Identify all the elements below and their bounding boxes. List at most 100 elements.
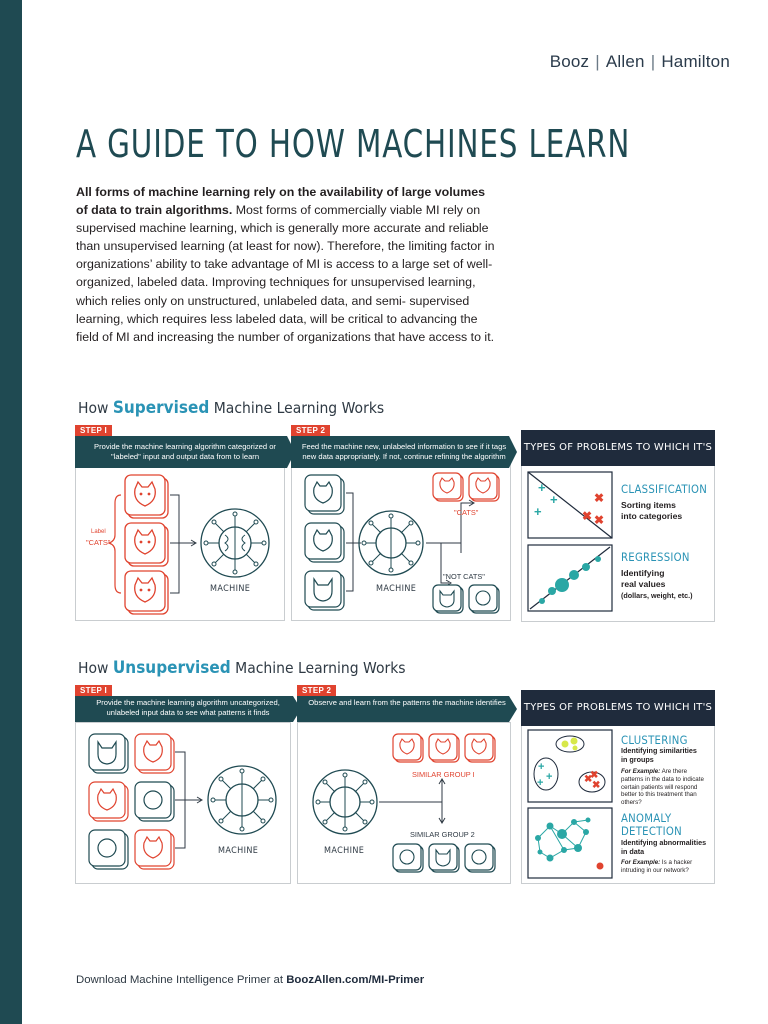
- unsupervised-step2-tab: STEP 2: [297, 685, 337, 696]
- dog-card: [88, 733, 129, 774]
- cat-card: [304, 522, 345, 563]
- unsupervised-step1-tab: STEP I: [75, 685, 112, 696]
- svg-text:✖: ✖: [582, 509, 592, 523]
- cat-card: [464, 733, 496, 763]
- clustering-example: For Example: Are there patterns in the d…: [621, 768, 711, 807]
- clustering-chart-icon: +++ ✖✖✖: [527, 729, 613, 803]
- similar-group-2-label: SIMILAR GROUP 2: [410, 830, 475, 839]
- classification-desc-2: into categories: [621, 511, 683, 521]
- brand-part-3: Hamilton: [661, 52, 730, 71]
- unsupervised-step1-banner: Provide the machine learning algorithm u…: [75, 696, 301, 722]
- connector-lines: [379, 778, 446, 824]
- similar-group-1-label: SIMILAR GROUP I: [412, 770, 475, 779]
- svg-text:+: +: [534, 504, 542, 519]
- example-label: For Example:: [621, 859, 661, 866]
- svg-text:+: +: [546, 771, 552, 783]
- intro-bold: All forms of machine learning rely on th…: [76, 185, 486, 218]
- brand-logo: Booz | Allen | Hamilton: [550, 52, 730, 72]
- connector-lines: [346, 492, 475, 592]
- svg-text:+: +: [537, 777, 543, 789]
- example-text: Is a hacker intruding in our network?: [621, 859, 693, 874]
- dog-card: [304, 570, 345, 611]
- not-cats-output-label: "NOT CATS": [443, 572, 485, 581]
- unsupervised-step2-banner: Observe and learn from the patterns the …: [297, 696, 517, 722]
- anomaly-desc-2: in data: [621, 847, 645, 856]
- cat-card: [134, 733, 175, 774]
- regression-desc-1: Identifying: [621, 568, 665, 578]
- unsupervised-step2-diagram: [312, 733, 496, 873]
- regression-desc-3: (dollars, weight, etc.): [621, 591, 693, 600]
- dog-card: [134, 781, 175, 822]
- dog-card: [428, 843, 460, 873]
- footer-link[interactable]: BoozAllen.com/MI-Primer: [286, 974, 425, 986]
- supervised-step2-banner: Feed the machine new, unlabeled informat…: [291, 436, 517, 468]
- classification-desc-1: Sorting items: [621, 500, 676, 510]
- regression-chart-icon: [527, 544, 613, 612]
- cat-card: [304, 474, 345, 515]
- clustering-title: CLUSTERING: [621, 733, 688, 747]
- cat-card: [432, 472, 464, 502]
- unsupervised-section-title: How Unsupervised Machine Learning Works: [78, 658, 406, 678]
- brand-part-2: Allen: [605, 52, 645, 71]
- svg-text:✖: ✖: [594, 491, 604, 505]
- unsupervised-step1-diagram: [88, 733, 277, 870]
- title-prefix: How: [78, 659, 113, 677]
- cats-label: "CATS": [86, 538, 111, 547]
- svg-text:+: +: [550, 492, 558, 507]
- clustering-desc-2: in groups: [621, 755, 654, 764]
- machine-brain-icon: [207, 765, 277, 835]
- title-suffix: Machine Learning Works: [209, 399, 385, 417]
- supervised-step1-banner: Provide the machine learning algorithm c…: [75, 436, 295, 468]
- intro-text: Most forms of commercially viable MI rel…: [76, 203, 495, 344]
- cat-card: [124, 570, 169, 615]
- classification-title: CLASSIFICATION: [621, 482, 708, 496]
- title-emphasis: Unsupervised: [112, 658, 231, 678]
- title-emphasis: Supervised: [112, 398, 210, 418]
- example-text: Are there patterns in the data to indica…: [621, 768, 704, 807]
- machine-brain-icon: [312, 769, 378, 835]
- supervised-step2-tab: STEP 2: [291, 425, 331, 436]
- svg-text:+: +: [538, 761, 544, 773]
- machine-label: MACHINE: [376, 584, 417, 594]
- dog-card: [468, 584, 500, 614]
- label-brace: [107, 494, 122, 594]
- anomaly-detection-icon: [527, 807, 613, 879]
- unsupervised-problems-header: TYPES OF PROBLEMS TO WHICH IT'S SUITED: [521, 690, 715, 749]
- svg-text:✖: ✖: [584, 774, 592, 785]
- supervised-step1-tab: STEP I: [75, 425, 112, 436]
- connector-lines: [170, 494, 197, 594]
- cats-output-label: "CATS": [454, 508, 479, 517]
- clustering-desc-1: Identifying similarities: [621, 746, 697, 755]
- regression-desc-2: real values: [621, 579, 666, 589]
- supervised-step1-diagram: [107, 474, 270, 615]
- supervised-step2-diagram: [304, 472, 500, 614]
- cat-card: [124, 522, 169, 567]
- machine-label: MACHINE: [218, 846, 259, 856]
- side-bar: [0, 0, 22, 1024]
- machine-brain-icon: [200, 508, 270, 578]
- page-title: A GUIDE TO HOW MACHINES LEARN: [76, 122, 631, 166]
- svg-text:+: +: [538, 480, 546, 495]
- footer: Download Machine Intelligence Primer at …: [76, 974, 424, 986]
- machine-label: MACHINE: [324, 846, 365, 856]
- svg-text:✖: ✖: [592, 780, 600, 791]
- brand-part-1: Booz: [549, 52, 590, 71]
- anomaly-desc-1: Identifying abnormalities: [621, 838, 707, 847]
- footer-text: Download Machine Intelligence Primer at: [76, 974, 287, 986]
- brand-separator: |: [650, 52, 656, 71]
- supervised-problems-header: TYPES OF PROBLEMS TO WHICH IT'S SUITED: [521, 430, 715, 489]
- cat-card: [428, 733, 460, 763]
- cat-card: [88, 781, 129, 822]
- machine-brain-icon: [358, 510, 424, 576]
- connector-lines: [175, 751, 203, 849]
- classification-chart-icon: +++ ✖✖✖: [527, 471, 613, 539]
- example-label: For Example:: [621, 768, 661, 775]
- dog-card: [464, 843, 496, 873]
- title-suffix: Machine Learning Works: [230, 659, 406, 677]
- anomaly-title-1: ANOMALY: [621, 811, 672, 825]
- brand-separator: |: [595, 52, 600, 71]
- title-prefix: How: [78, 399, 113, 417]
- dog-card: [88, 829, 129, 870]
- supervised-section-title: How Supervised Machine Learning Works: [78, 398, 384, 418]
- intro-paragraph: All forms of machine learning rely on th…: [76, 183, 496, 346]
